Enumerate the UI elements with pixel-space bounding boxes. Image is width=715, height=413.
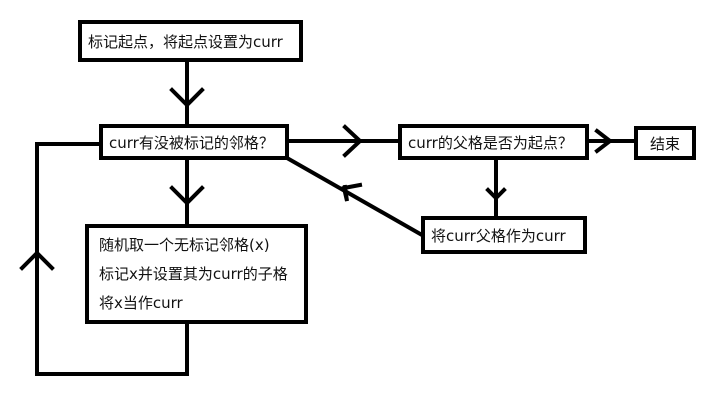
node-has-unmarked-neighbor-label: curr有没被标记的邻格？	[109, 133, 274, 152]
node-start-label: 标记起点，将起点设置为curr	[88, 32, 283, 51]
node-start: 标记起点，将起点设置为curr	[78, 20, 303, 62]
edge-set-parent-to-check	[284, 155, 425, 238]
arrowhead-up-icon	[19, 250, 55, 271]
edge-loop-back	[35, 142, 189, 376]
arrowhead-down-icon	[169, 185, 205, 206]
node-random-pick-line-3: 将x当作curr	[99, 293, 183, 312]
node-has-unmarked-neighbor: curr有没被标记的邻格？	[99, 124, 289, 160]
arrowhead-down-icon	[169, 87, 205, 108]
node-parent-is-start: curr的父格是否为起点？	[398, 124, 589, 160]
arrowhead-right-icon	[594, 128, 614, 154]
node-set-parent-label: 将curr父格作为curr	[431, 226, 566, 245]
node-random-pick: 随机取一个无标记邻格(x) 标记x并设置其为curr的子格 将x当作curr	[85, 224, 308, 324]
node-end: 结束	[634, 126, 696, 160]
node-set-parent: 将curr父格作为curr	[421, 216, 587, 254]
node-random-pick-line-2: 标记x并设置其为curr的子格	[99, 264, 288, 283]
arrowhead-diagonal-icon	[341, 182, 363, 202]
arrowhead-right-icon	[342, 124, 363, 158]
node-parent-is-start-label: curr的父格是否为起点？	[408, 133, 573, 152]
node-random-pick-line-1: 随机取一个无标记邻格(x)	[99, 235, 270, 254]
node-end-label: 结束	[649, 134, 680, 153]
arrowhead-down-icon	[485, 187, 507, 201]
